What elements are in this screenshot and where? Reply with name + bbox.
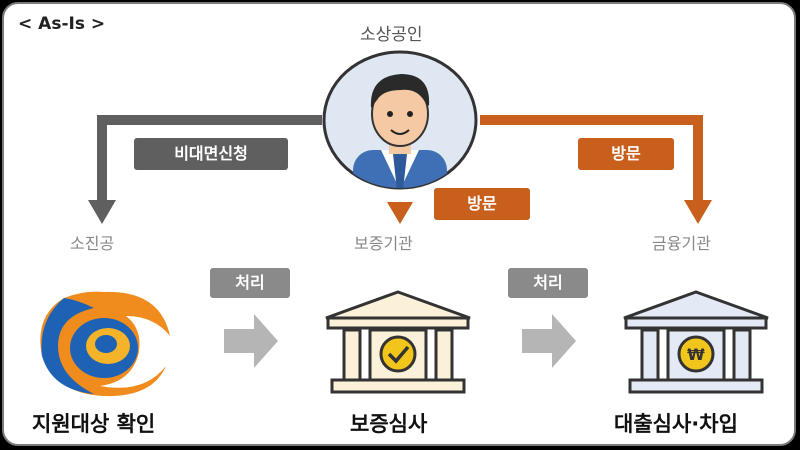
edge-label-left: 비대면신청	[134, 138, 288, 170]
arrows-layer	[88, 115, 712, 368]
arrow-left-line	[97, 115, 322, 202]
bank-won-icon: ₩	[623, 290, 769, 394]
person-avatar-icon	[322, 50, 478, 190]
arrow-right-head	[684, 200, 712, 224]
edge-label-right: 방문	[578, 138, 674, 170]
node-label-agency: 소진공	[70, 234, 115, 253]
edge-label-center: 방문	[434, 188, 530, 220]
top-node-label: 소상공인	[360, 25, 423, 45]
node-label-bank: 금융기관	[652, 234, 711, 253]
process-arrow-2	[522, 314, 576, 368]
diagram-title: < As-Is >	[18, 14, 106, 34]
caption-guarantee: 보증심사	[350, 412, 428, 436]
node-label-guarantee: 보증기관	[354, 234, 413, 253]
process-label-2: 처리	[508, 268, 588, 298]
bank-check-icon	[325, 290, 471, 394]
arrow-right-line	[480, 115, 703, 202]
agency-logo-icon	[40, 291, 170, 397]
diagram-frame: < As-Is > 소상공인 비대면신청 방문 방문 처리 처리 소진공 보증기…	[2, 2, 796, 446]
svg-text:₩: ₩	[687, 345, 705, 364]
process-label-1: 처리	[210, 268, 290, 298]
arrow-left-head	[88, 200, 116, 224]
caption-bank: 대출심사·차입	[614, 412, 738, 436]
caption-agency: 지원대상 확인	[32, 412, 156, 436]
arrow-center-head	[387, 202, 413, 224]
process-arrow-1	[224, 314, 278, 368]
